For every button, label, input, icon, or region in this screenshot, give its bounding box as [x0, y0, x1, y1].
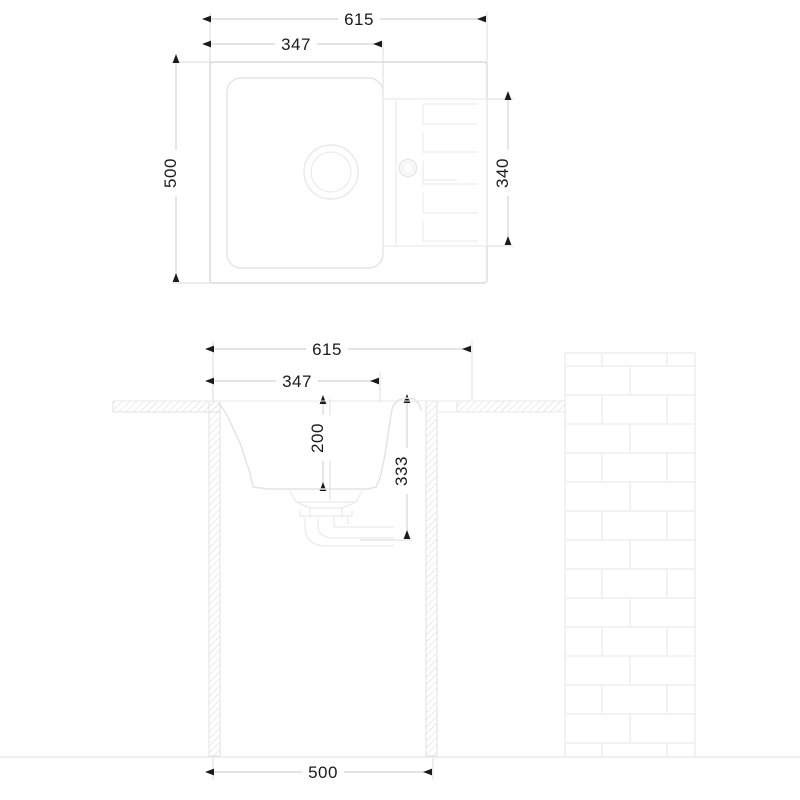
section-dim-333: 333 — [392, 394, 418, 539]
plan-dim-500: 500 — [161, 54, 187, 282]
worktop-right — [456, 400, 566, 413]
cabinet-side-left — [208, 400, 221, 757]
section-dim-200-label: 200 — [308, 423, 327, 453]
section-dim-200: 200 — [308, 395, 334, 491]
sink-outline — [209, 61, 488, 284]
bowl-profile — [217, 397, 422, 490]
section-dim-347: 347 — [205, 370, 379, 392]
plan-dim-500-label: 500 — [161, 158, 180, 188]
brick-wall — [564, 352, 696, 758]
plan-dim-615-label: 615 — [344, 10, 374, 29]
section-dim-500: 500 — [205, 761, 432, 783]
section-dim-500-label: 500 — [308, 763, 338, 782]
worktop-left — [112, 400, 221, 413]
section-dim-615: 615 — [205, 338, 471, 360]
waste-trap — [289, 490, 394, 547]
worktop-reference-lines — [113, 400, 565, 413]
section-dim-333-label: 333 — [392, 456, 411, 486]
plan-dim-340: 340 — [493, 91, 519, 245]
plan-dim-340-label: 340 — [493, 158, 512, 188]
cabinet-side-right — [425, 400, 438, 757]
tap-hole — [398, 158, 418, 178]
plan-dim-615: 615 — [202, 8, 486, 30]
plan-dim-347: 347 — [202, 33, 382, 55]
bowl-outline — [226, 77, 384, 269]
section-dim-347-label: 347 — [282, 372, 312, 391]
plan-view: 615 347 500 340 — [161, 8, 519, 284]
drainer-board — [382, 98, 488, 247]
waste-outlet — [303, 144, 359, 200]
section-view: 615 347 200 333 — [0, 338, 800, 783]
plan-dim-347-label: 347 — [281, 35, 311, 54]
drainer-grooves — [422, 103, 478, 242]
section-dim-615-label: 615 — [312, 340, 342, 359]
